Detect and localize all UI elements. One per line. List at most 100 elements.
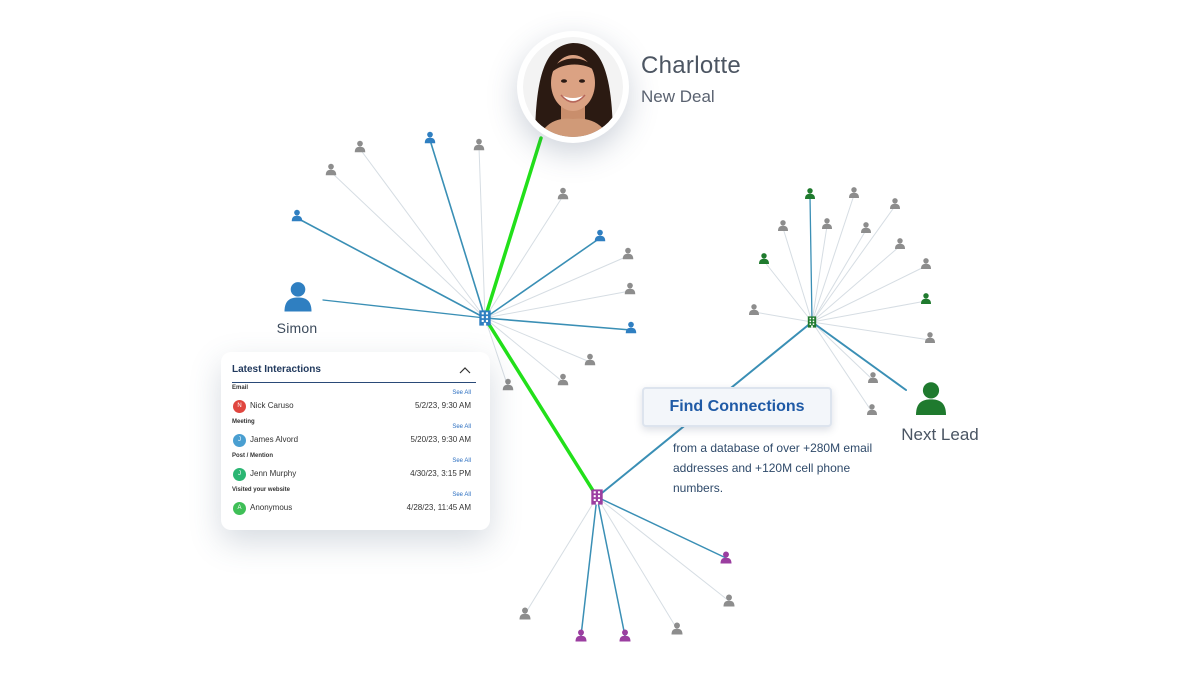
connection-edge [484, 317, 632, 331]
person-icon[interactable] [624, 282, 636, 295]
charlotte-portrait-icon [519, 33, 627, 141]
simon-label: Simon [276, 320, 318, 336]
person-icon[interactable] [861, 222, 871, 233]
interaction-contact[interactable]: Anonymous [250, 503, 293, 512]
avatar: N [233, 400, 246, 413]
person-icon[interactable] [720, 551, 732, 564]
person-icon[interactable] [622, 247, 634, 260]
connection-edge [811, 321, 874, 381]
person-icon[interactable] [619, 629, 631, 642]
interaction-date: 5/2/23, 9:30 AM [414, 401, 471, 410]
interaction-row[interactable]: Meeting See All J James Alvord 5/20/23, … [232, 419, 476, 449]
interaction-contact[interactable]: Nick Caruso [250, 401, 294, 410]
connection-edge [811, 321, 931, 341]
interaction-contact[interactable]: James Alvord [250, 435, 299, 444]
chevron-up-icon[interactable] [459, 365, 471, 375]
person-icon[interactable] [325, 163, 337, 176]
connection-edge [811, 245, 901, 323]
person-icon[interactable] [921, 293, 931, 304]
person-icon[interactable] [759, 253, 769, 264]
contact-name: Charlotte [641, 52, 742, 79]
connection-edge [484, 195, 564, 319]
connection-edge [811, 225, 828, 323]
connection-edge [484, 317, 509, 388]
person-icon[interactable] [925, 332, 935, 343]
find-connections-description: from a database of over +280M email addr… [673, 441, 873, 495]
connection-edge [811, 265, 927, 323]
interaction-row[interactable]: Visited your website See All A Anonymous… [232, 487, 476, 517]
building-icon[interactable] [591, 489, 603, 505]
connection-edge [763, 260, 813, 323]
connection-edge [296, 217, 486, 319]
connection-edge [580, 496, 598, 637]
interaction-category: Visited your website [232, 487, 290, 493]
see-all-link[interactable]: See All [452, 390, 471, 396]
interaction-date: 4/30/23, 3:15 PM [410, 469, 471, 478]
interaction-date: 4/28/23, 11:45 AM [406, 503, 471, 512]
connection-edge [524, 496, 598, 615]
person-icon[interactable] [723, 594, 735, 607]
connection-edge [782, 227, 813, 323]
person-icon[interactable] [625, 321, 637, 334]
person-icon[interactable] [868, 372, 878, 383]
connection-edge [596, 496, 626, 637]
person-icon[interactable] [557, 373, 569, 386]
connection-edge [596, 496, 678, 630]
interaction-row[interactable]: Email See All N Nick Caruso 5/2/23, 9:30… [232, 385, 476, 415]
person-icon[interactable] [284, 282, 312, 312]
see-all-link[interactable]: See All [452, 492, 471, 498]
building-icon[interactable] [479, 310, 491, 326]
person-icon[interactable] [778, 220, 788, 231]
person-icon[interactable] [594, 229, 606, 242]
connection-edge [484, 290, 631, 319]
latest-interactions-panel: Latest Interactions Email See All N Nick… [221, 352, 490, 530]
person-icon[interactable] [867, 404, 877, 415]
person-icon[interactable] [805, 188, 815, 199]
person-icon[interactable] [921, 258, 931, 269]
person-icon[interactable] [916, 382, 946, 415]
connection-edge [359, 148, 486, 319]
connection-edge [596, 496, 730, 602]
connection-edge [478, 146, 486, 319]
see-all-link[interactable]: See All [452, 424, 471, 430]
connection-edge [811, 229, 867, 323]
building-icon[interactable] [807, 316, 817, 328]
connection-edge [322, 299, 486, 319]
person-icon[interactable] [519, 607, 531, 620]
connection-edge [753, 311, 813, 323]
connection-edge [483, 316, 599, 499]
person-icon[interactable] [473, 138, 485, 151]
connection-edge [811, 321, 873, 413]
interaction-category: Meeting [232, 419, 255, 425]
find-connections-button[interactable]: Find Connections [642, 387, 832, 427]
person-icon[interactable] [849, 187, 859, 198]
person-icon[interactable] [424, 131, 436, 144]
connection-edge [811, 205, 896, 323]
next-lead-label: Next Lead [901, 425, 979, 444]
charlotte-avatar[interactable] [517, 31, 629, 143]
panel-divider [232, 382, 476, 383]
person-icon[interactable] [354, 140, 366, 153]
person-icon[interactable] [671, 622, 683, 635]
avatar: J [233, 468, 246, 481]
person-icon[interactable] [822, 218, 832, 229]
person-icon[interactable] [557, 187, 569, 200]
connection-edge [484, 255, 629, 319]
see-all-link[interactable]: See All [452, 458, 471, 464]
interaction-date: 5/20/23, 9:30 AM [410, 435, 472, 444]
person-icon[interactable] [895, 238, 905, 249]
person-icon[interactable] [749, 304, 759, 315]
person-icon[interactable] [575, 629, 587, 642]
person-icon[interactable] [890, 198, 900, 209]
interaction-row[interactable]: Post / Mention See All J Jenn Murphy 4/3… [232, 453, 476, 483]
connection-edge [809, 195, 813, 323]
person-icon[interactable] [584, 353, 596, 366]
avatar: J [233, 434, 246, 447]
connection-edge [811, 321, 907, 391]
interaction-category: Post / Mention [232, 453, 273, 459]
connection-edge [429, 139, 486, 319]
person-icon[interactable] [502, 378, 514, 391]
person-icon[interactable] [291, 209, 303, 222]
interaction-contact[interactable]: Jenn Murphy [250, 469, 297, 478]
